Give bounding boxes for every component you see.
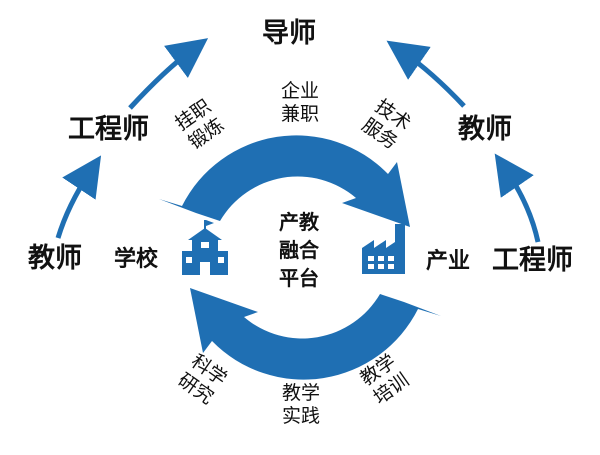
right-lower-arrow <box>494 153 541 243</box>
activity-bottom-line-2: 实践 <box>282 405 321 427</box>
activity-top-label: 企业 兼职 <box>281 80 319 126</box>
school-label: 学校 <box>114 247 159 272</box>
role-lower-left-label: 教师 <box>28 243 82 274</box>
role-lower-right-label: 工程师 <box>492 245 573 276</box>
center-label: 产教 融合 平台 <box>279 208 319 292</box>
activity-bottom-line-1: 教学 <box>282 382 321 404</box>
lower-cycle-arrow <box>190 288 441 380</box>
center-line-2: 融合 <box>279 238 319 262</box>
role-top-label: 导师 <box>262 18 316 49</box>
activity-bottom-label: 教学 实践 <box>282 382 320 428</box>
school-icon <box>182 220 228 275</box>
role-upper-left-label: 工程师 <box>68 114 149 145</box>
activity-top-line-1: 企业 <box>281 80 320 102</box>
right-upper-arrow <box>386 40 466 108</box>
factory-icon <box>362 224 405 274</box>
role-upper-right-label: 教师 <box>458 114 512 145</box>
industry-label: 产业 <box>426 249 471 274</box>
center-line-3: 平台 <box>279 266 319 290</box>
left-upper-arrow <box>128 38 209 110</box>
center-line-1: 产教 <box>279 210 319 234</box>
left-lower-arrow <box>55 155 102 239</box>
upper-cycle-arrow <box>159 135 410 227</box>
activity-top-line-2: 兼职 <box>281 103 320 125</box>
